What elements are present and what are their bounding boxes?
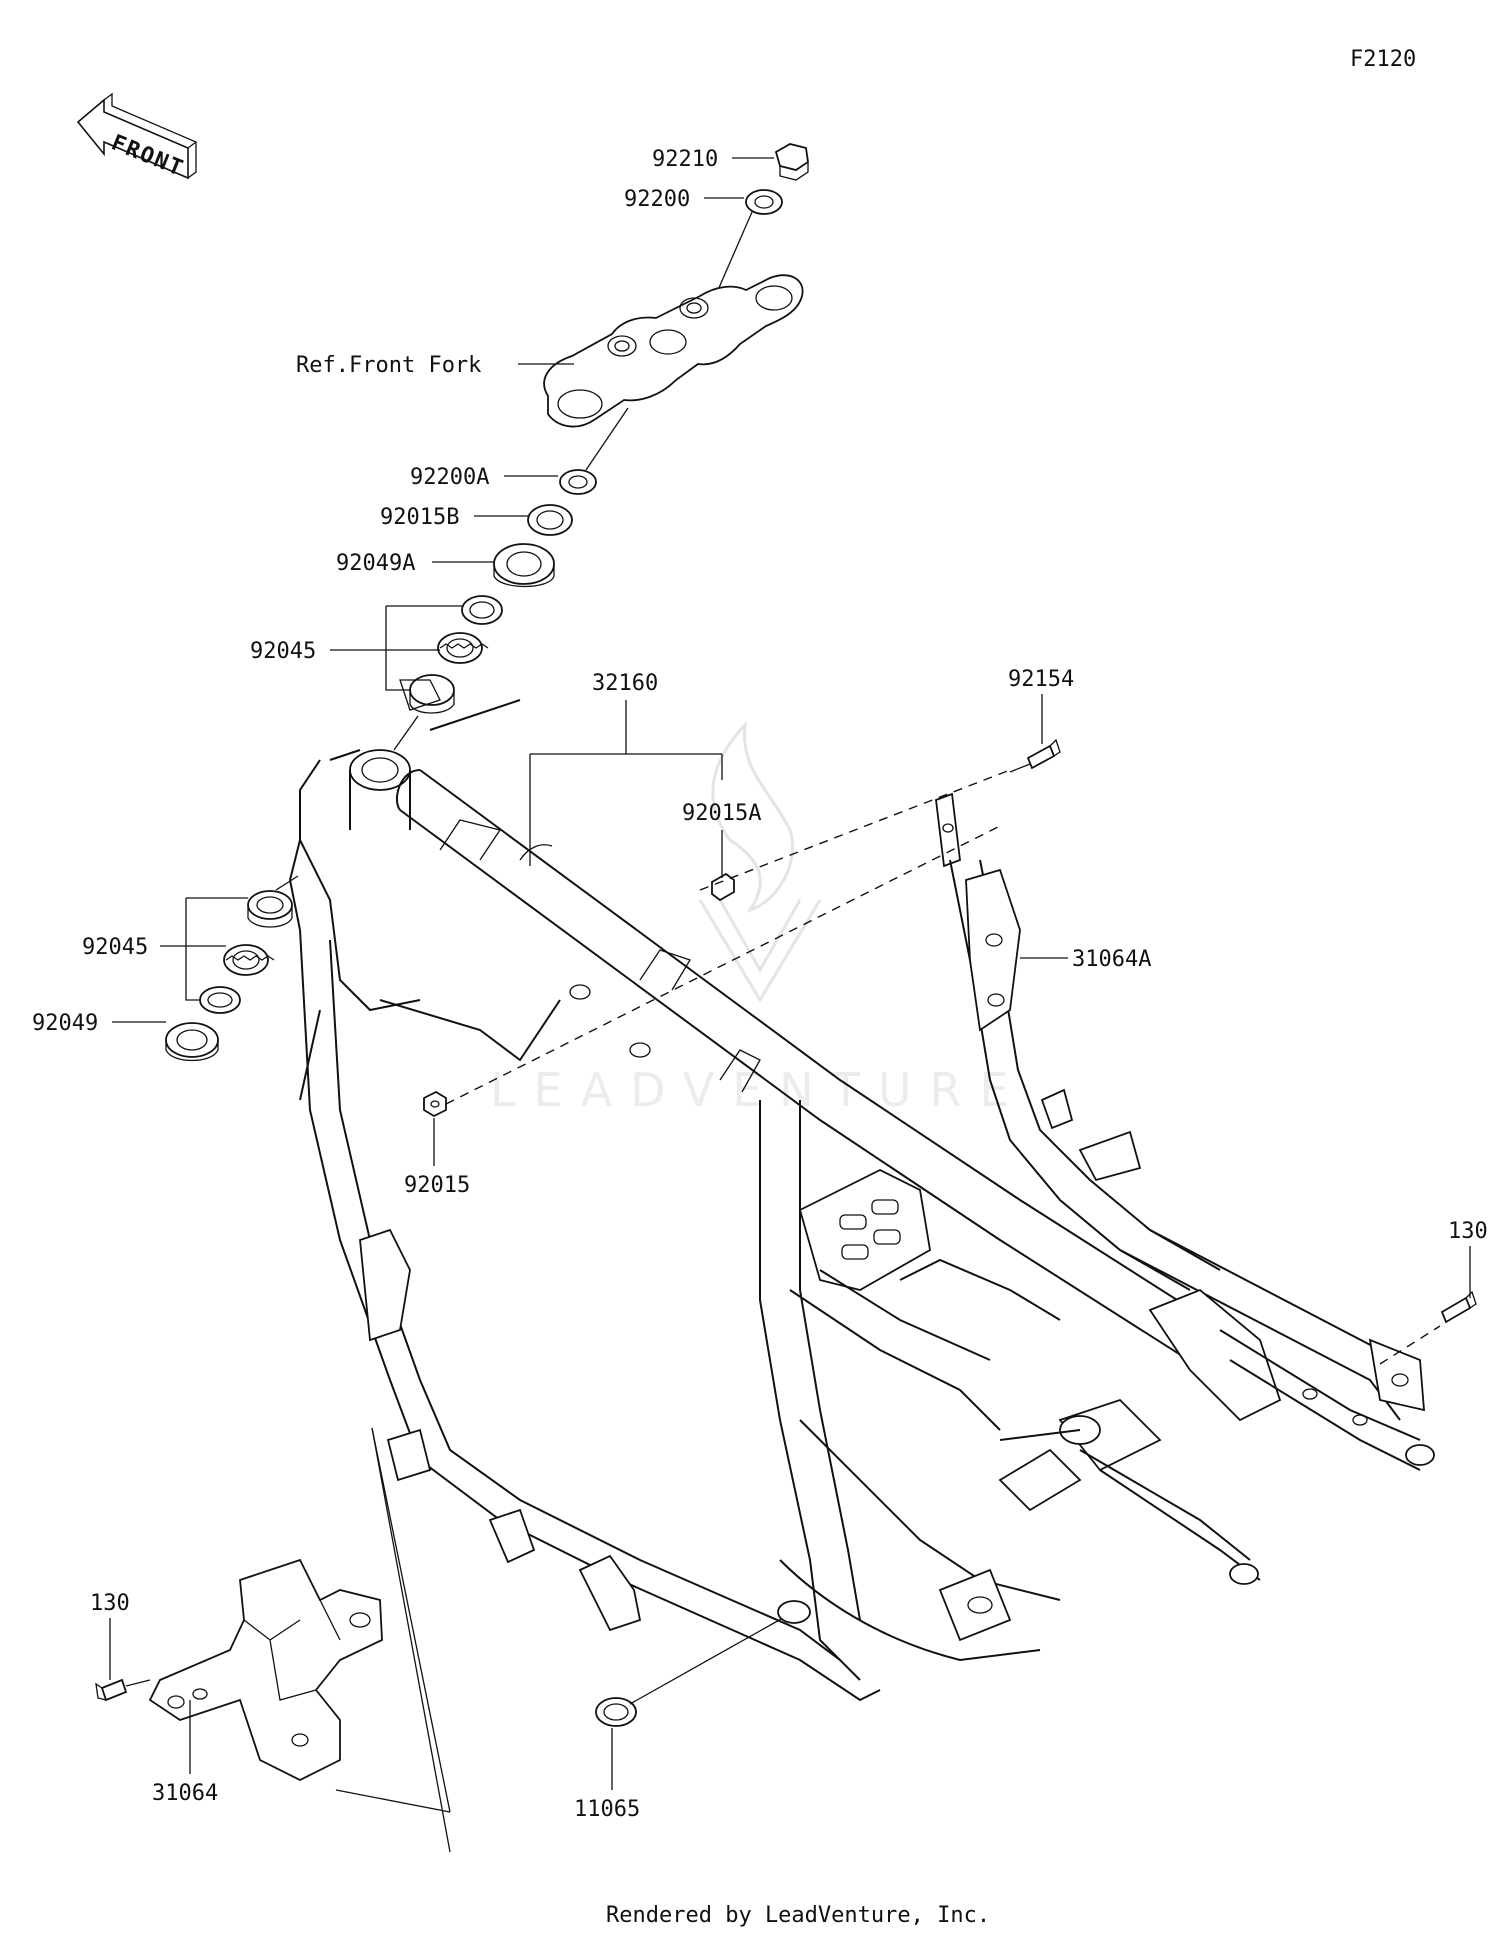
alignment-dash-rear-mount [445,825,1001,1105]
callout-130-left: 130 [90,1591,130,1616]
plug-11065 [595,1600,811,1727]
callout-92049: 92049 [32,1011,98,1036]
front-label: FRONT [108,130,188,182]
front-arrow-icon: FRONT [76,92,197,182]
callout-92045-upper: 92045 [250,639,316,664]
callout-92015a: 92015A [682,801,761,826]
callout-ref-front-fork: Ref.Front Fork [296,353,481,378]
watermark-text: LEADVENTURE [490,1063,1027,1117]
nut-92015a [711,872,735,902]
callout-92045-lower: 92045 [82,935,148,960]
rear-subframe-31064a [935,792,1435,1585]
callout-92154: 92154 [1008,667,1074,692]
footer-credit: Rendered by LeadVenture, Inc. [606,1903,990,1928]
callout-92049a: 92049A [336,551,415,576]
callout-32160: 32160 [592,671,658,696]
callout-92015b: 92015B [380,505,459,530]
nut-92015 [423,1090,447,1118]
bolt-92154 [1009,738,1061,773]
callout-31064a: 31064A [1072,947,1151,972]
callout-92210: 92210 [652,147,718,172]
alignment-dash-cross-bolt [699,769,1011,891]
upper-bracket-assembly [393,143,809,751]
bolt-130-right [1440,1290,1477,1324]
leader-lines [109,157,1471,1790]
callout-130-right: 130 [1448,1219,1488,1244]
callout-92015: 92015 [404,1173,470,1198]
callout-92200: 92200 [624,187,690,212]
callout-92200a: 92200A [410,465,489,490]
alignment-dash-130 [1379,1325,1441,1365]
diagram-id: F2120 [1350,47,1416,72]
main-frame [288,679,1241,1702]
callout-11065: 11065 [574,1797,640,1822]
footrest-bracket-31064 [95,1427,451,1853]
callout-31064: 31064 [152,1781,218,1806]
watermark-logo-icon [698,720,822,1003]
lower-bearing-stack [165,875,299,1062]
